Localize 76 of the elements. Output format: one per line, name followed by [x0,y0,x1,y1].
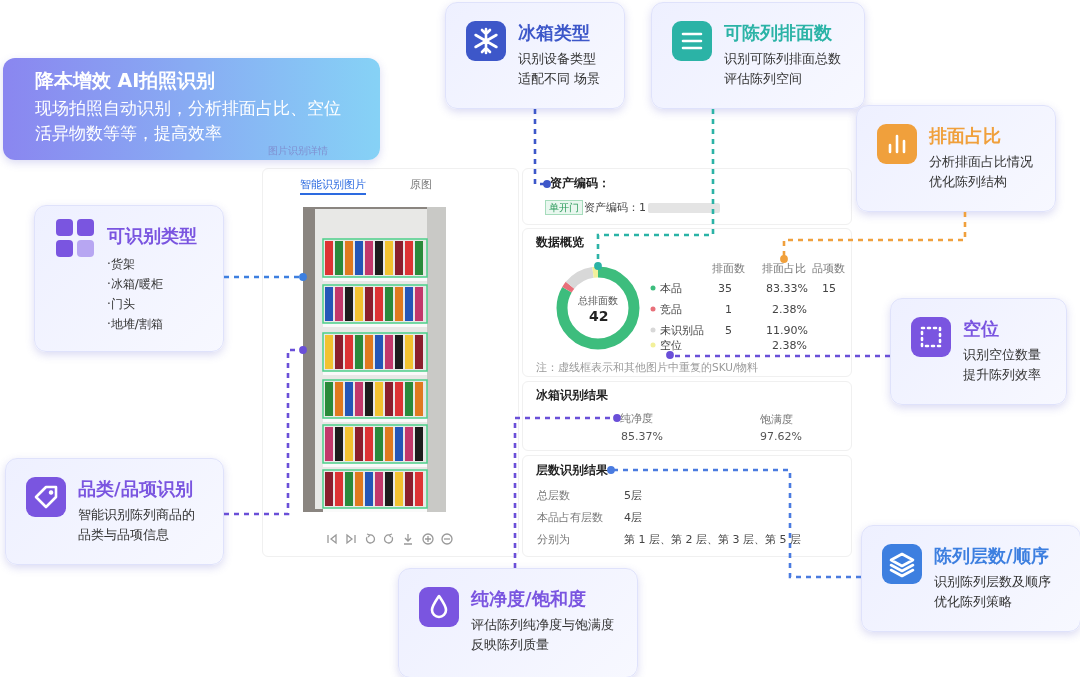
card-text: 现场拍照自动识别，分析排面占比、空位活异物数等等，提高效率 [35,98,342,145]
chart-value: 42 [589,308,609,324]
card-title: 可识别类型 [107,224,197,248]
field-text: 资产编码：1 [584,201,646,214]
card-text: 识别可陈列排面总数评估陈列空间 [724,50,842,88]
list-item: ·货架 [107,256,135,273]
list-item: ·冰箱/暖柜 [107,276,163,293]
metric-value: 97.62% [760,430,802,443]
table-cell: 未识别品 [660,324,704,337]
card-title: 排面占比 [929,124,1001,148]
table-cell: 空位 [657,336,685,355]
feature-card [445,2,625,109]
section-heading: 资产编码： [547,174,613,193]
table-cell: 5 [725,324,732,337]
table-cell: 5层 [624,489,642,502]
leader-line [224,346,307,516]
leader-line [780,212,967,263]
card-text: 智能识别陈列商品的品类与品项信息 [78,506,196,544]
card-text: 识别空位数量提升陈列效率 [963,346,1042,384]
table-cell: 4层 [624,511,642,524]
table-cell: 1 [725,303,732,316]
table-cell: 本品 [660,282,682,295]
feature-card [890,298,1067,405]
table-cell: 第 1 层、第 2 层、第 3 层、第 5 层 [624,533,801,546]
table-cell: 35 [718,282,732,295]
leader-line [533,109,551,188]
table-cell: 分别为 [537,533,570,546]
metric-value: 85.37% [621,430,663,443]
note-text: 注：虚线框表示和其他图片中重复的SKU/物料 [536,361,759,373]
status-tag: 单开门 [545,200,583,215]
chart-label: 总排面数 [578,294,618,307]
leader-line [513,414,621,568]
table-cell: 竞品 [660,303,682,316]
card-text: 评估陈列纯净度与饱满度反映陈列质量 [471,616,615,654]
leader-line [224,273,307,281]
section-heading: 冰箱识别结果 [536,389,608,402]
feature-card [398,568,638,677]
section-heading: 层数识别结果 [533,461,611,480]
feature-card [856,105,1056,212]
card-title: 品类/品项识别 [78,477,193,501]
table-cell: 83.33% [766,282,808,295]
metric-label: 纯净度 [617,409,656,428]
leader-line [607,466,861,579]
table-cell: 15 [822,282,836,295]
card-title: 空位 [963,317,999,341]
metric-label: 饱满度 [760,413,793,426]
column-header: 排面占比 [759,259,809,278]
feature-card [651,2,865,109]
donut-chart [556,266,640,350]
card-title: 降本增效 AI拍照识别 [35,68,216,93]
table-cell: 2.38% [772,303,807,316]
banner-card [3,58,380,160]
tab-label: 智能识别图片 [300,178,366,195]
tab-label: 原图 [410,178,432,191]
card-text: 识别设备类型适配不同 场景 [518,50,602,88]
card-title: 纯净度/饱和度 [471,587,586,611]
card-title: 冰箱类型 [518,21,590,45]
card-title: 陈列层数/顺序 [934,544,1049,568]
list-item: ·地堆/割箱 [107,316,163,333]
table-cell: 11.90% [766,324,808,337]
list-item: ·门头 [107,296,135,313]
leader-line [666,351,890,359]
table-cell: 2.38% [772,339,807,352]
feature-card [5,458,224,565]
feature-card [34,205,224,352]
card-title: 可陈列排面数 [724,21,832,45]
fridge-photo [303,207,446,512]
table-cell: 本品占有层数 [537,511,603,524]
column-header: 品项数 [812,262,845,275]
card-text: 分析排面占比情况优化陈列结构 [929,153,1034,191]
column-header: 排面数 [712,262,745,275]
table-cell: 总层数 [537,489,570,502]
leader-line [594,109,715,270]
card-text: 识别陈列层数及顺序优化陈列策略 [934,573,1052,611]
section-heading: 数据概览 [536,236,584,249]
feature-card [861,525,1080,632]
